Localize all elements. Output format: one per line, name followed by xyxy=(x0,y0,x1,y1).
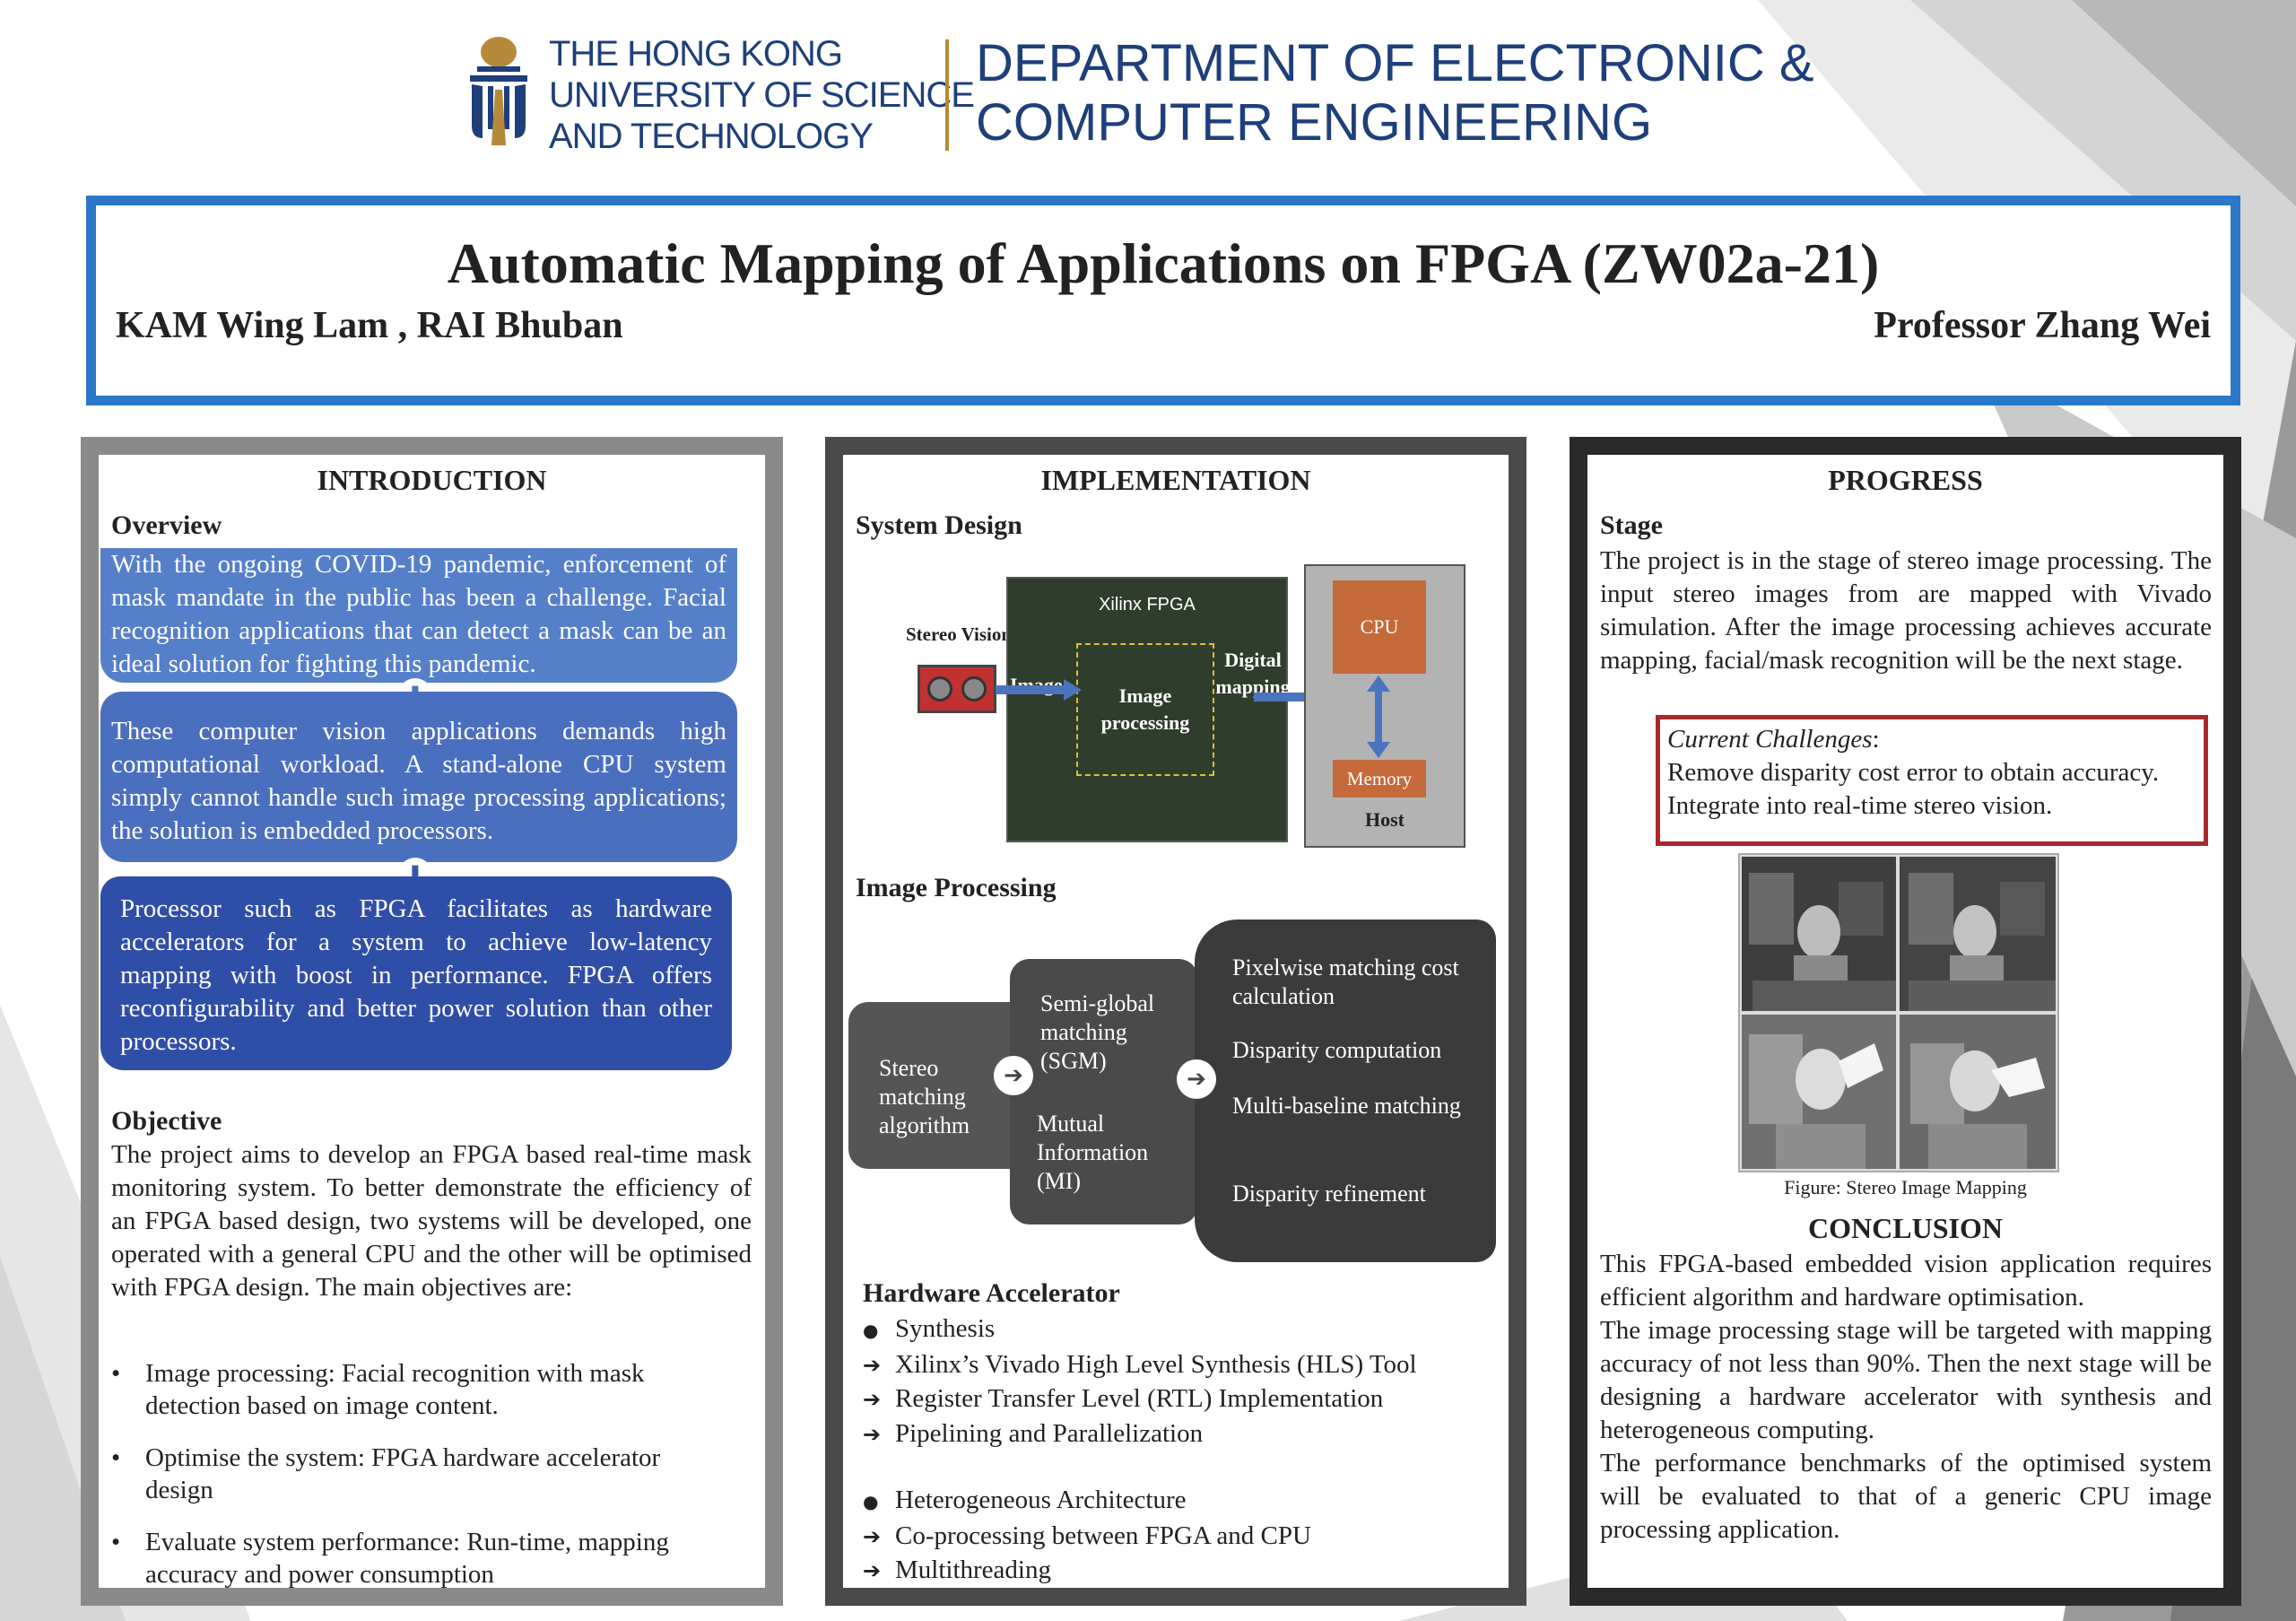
department-line: DEPARTMENT OF ELECTRONIC & xyxy=(976,34,1814,92)
cpu-label: CPU xyxy=(1360,615,1399,638)
department-line: COMPUTER ENGINEERING xyxy=(976,93,1653,152)
authors: KAM Wing Lam , RAI Bhuban xyxy=(116,305,623,346)
steps-block xyxy=(1195,919,1496,1262)
memory-block: Memory xyxy=(1333,760,1426,797)
stereo-matching-label: Stereo matching algorithm xyxy=(879,1055,970,1138)
conclusion-paragraph: The image processing stage will be targe… xyxy=(1600,1316,2212,1444)
image-processing-block: Image processing xyxy=(1076,643,1214,776)
stage-text: The project is in the stage of stereo im… xyxy=(1600,546,2212,675)
step-label: Disparity refinement xyxy=(1232,1181,1426,1207)
objective-item: Image processing: Facial recognition wit… xyxy=(145,1359,645,1420)
image-processing-diagram: Stereo matching algorithm Semi-global ma… xyxy=(848,919,1512,1262)
fpga-label: Xilinx FPGA xyxy=(1099,595,1196,614)
hw-item: ➔Pipelining and Parallelization xyxy=(863,1418,1204,1448)
image-processing-label: Image processing xyxy=(1100,684,1190,734)
disparity-right-image xyxy=(1900,1015,2056,1169)
hw-list: ●Synthesis ➔Xilinx’s Vivado High Level S… xyxy=(863,1312,1509,1589)
implementation-heading: IMPLEMENTATION xyxy=(1040,464,1311,496)
university-line: THE HONG KONG xyxy=(549,34,843,74)
objective-item: Optimise the system: FPGA hardware accel… xyxy=(145,1443,661,1504)
hw-item: ➔Co-processing between FPGA and CPU xyxy=(863,1521,1311,1550)
objective-bullet: • xyxy=(111,1359,121,1388)
host-block: CPU Memory Host xyxy=(1304,564,1465,848)
objective-heading: Objective xyxy=(111,1106,222,1136)
disparity-left-image xyxy=(1742,1015,1896,1169)
camera-icon xyxy=(918,665,996,713)
sgm-block xyxy=(1010,959,1198,1224)
objective-text: The project aims to develop an FPGA base… xyxy=(111,1140,752,1302)
department-name: DEPARTMENT OF ELECTRONIC & COMPUTER ENGI… xyxy=(976,34,1814,153)
introduction-heading: INTRODUCTION xyxy=(317,464,547,496)
arrow-right-icon: ➔ xyxy=(994,1056,1033,1095)
university-name: THE HONG KONG UNIVERSITY OF SCIENCE AND … xyxy=(549,33,975,157)
challenges-box: Current Challenges: Remove disparity cos… xyxy=(1656,715,2208,846)
stage-heading: Stage xyxy=(1600,510,1663,540)
hw-item: ➔Multithreading xyxy=(863,1556,1051,1584)
progress-heading: PROGRESS xyxy=(1828,464,1983,496)
stereo-left-image xyxy=(1742,857,1896,1011)
title-box: Automatic Mapping of Applications on FPG… xyxy=(86,196,2240,405)
arrow-right-icon xyxy=(996,679,1082,701)
step-label: Multi-baseline matching xyxy=(1232,1093,1461,1119)
fpga-block: Xilinx FPGA Image Image processing Digit… xyxy=(1006,577,1291,842)
sgm-label: Semi-global matching (SGM) xyxy=(1040,990,1155,1074)
cpu-block: CPU xyxy=(1333,580,1426,674)
progress-panel: PROGRESS Stage The project is in the sta… xyxy=(1570,437,2241,1606)
hw-item: ➔Xilinx’s Vivado High Level Synthesis (H… xyxy=(863,1349,1417,1379)
arrow-right-icon xyxy=(1254,686,1340,708)
university-line: AND TECHNOLOGY xyxy=(549,117,874,156)
arrow-right-icon: ➔ xyxy=(1177,1059,1216,1099)
hw-item: ➔Register Transfer Level (RTL) Implement… xyxy=(863,1384,1384,1413)
introduction-panel: INTRODUCTION Overview With the ongoing C… xyxy=(81,437,783,1606)
double-arrow-icon xyxy=(1367,675,1390,758)
hw-item: ●Synthesis xyxy=(863,1314,996,1343)
hkust-logo-icon xyxy=(465,36,533,149)
objective-bullet: • xyxy=(111,1528,121,1556)
stereo-vision-label: Stereo Vision xyxy=(906,623,1013,645)
poster-title: Automatic Mapping of Applications on FPG… xyxy=(447,231,1880,295)
objective-bullet: • xyxy=(111,1443,121,1472)
memory-label: Memory xyxy=(1346,767,1413,789)
conclusion-heading: CONCLUSION xyxy=(1808,1212,2003,1244)
host-label: Host xyxy=(1365,808,1405,831)
overview-box: These computer vision applications deman… xyxy=(100,692,737,862)
system-design-heading: System Design xyxy=(856,510,1022,540)
hw-accelerator-heading: Hardware Accelerator xyxy=(863,1278,1120,1308)
step-label: Pixelwise matching cost calculation xyxy=(1232,954,1459,1009)
challenge-item: Integrate into real-time stereo vision. xyxy=(1667,791,2053,820)
step-label: Disparity computation xyxy=(1232,1037,1442,1063)
overview-box: Processor such as FPGA facilitates as ha… xyxy=(100,876,732,1070)
header-divider xyxy=(945,39,949,151)
university-line: UNIVERSITY OF SCIENCE xyxy=(549,75,975,115)
stereo-right-image xyxy=(1900,857,2056,1011)
mi-label: Mutual Information (MI) xyxy=(1037,1111,1149,1194)
conclusion-paragraph: This FPGA-based embedded vision applicat… xyxy=(1600,1250,2212,1312)
objective-item: Evaluate system performance: Run-time, m… xyxy=(145,1528,669,1589)
implementation-panel: IMPLEMENTATION System Design Stereo Visi… xyxy=(825,437,1526,1606)
stereo-image-figure xyxy=(1738,853,2059,1172)
challenge-item: Remove disparity cost error to obtain ac… xyxy=(1667,758,2160,787)
overview-box: With the ongoing COVID-19 pandemic, enfo… xyxy=(100,548,737,683)
image-processing-heading: Image Processing xyxy=(856,873,1057,902)
conclusion-text: This FPGA-based embedded vision applicat… xyxy=(1600,1248,2212,1547)
stereo-matching-block xyxy=(848,1002,1010,1169)
challenges-label: Current Challenges xyxy=(1667,725,1873,754)
conclusion-paragraph: The performance benchmarks of the optimi… xyxy=(1600,1449,2212,1544)
overview-heading: Overview xyxy=(111,510,222,540)
system-design-diagram: Stereo Vision Xilinx FPGA Image Image pr… xyxy=(870,545,1498,850)
hw-item: ●Heterogeneous Architecture xyxy=(863,1486,1187,1514)
professor: Professor Zhang Wei xyxy=(1874,305,2211,346)
figure-caption: Figure: Stereo Image Mapping xyxy=(1784,1176,2027,1198)
